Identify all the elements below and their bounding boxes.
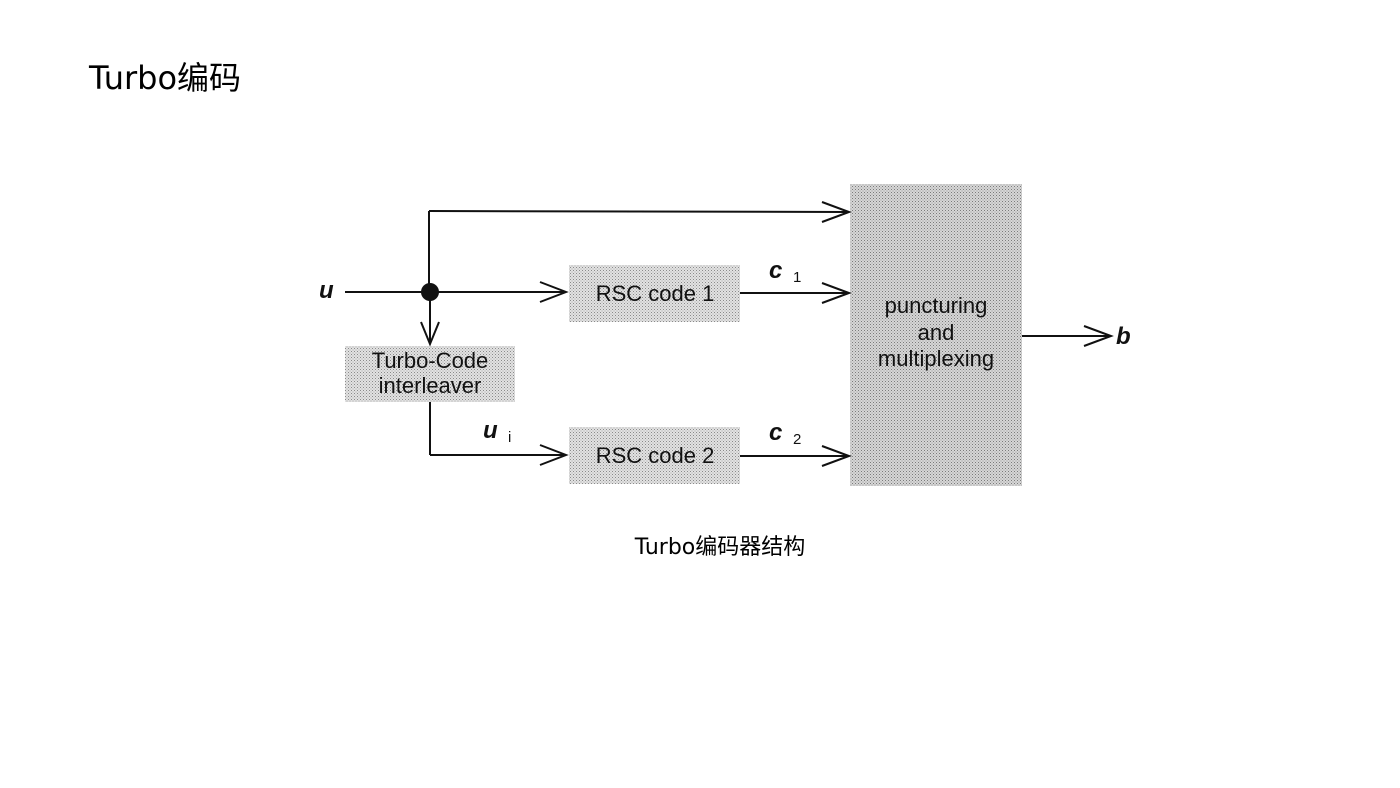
turbo-encoder-diagram: u Turbo-Code interleaver RSC code 1 RSC …	[300, 170, 1160, 500]
c1-sub: 1	[793, 269, 801, 286]
interleaver-block	[345, 346, 515, 402]
output-label: b	[1116, 323, 1131, 350]
interleaved-sub: i	[508, 429, 511, 446]
interleaved-label: u	[483, 417, 498, 444]
diagram-canvas: u Turbo-Code interleaver RSC code 1 RSC …	[319, 184, 1131, 486]
arrow-systematic	[821, 201, 852, 223]
c1-label: c	[769, 257, 782, 284]
input-label: u	[319, 277, 334, 304]
arrow-rsc1	[539, 281, 569, 303]
arrow-output	[1083, 325, 1114, 347]
rsc1-label: RSC code 1	[596, 281, 715, 306]
interleaver-label-line2: interleaver	[379, 373, 482, 398]
interleaver-label-line1: Turbo-Code	[372, 348, 489, 373]
rsc2-label: RSC code 2	[596, 443, 715, 468]
arrow-interleaver	[420, 321, 440, 347]
c2-sub: 2	[793, 431, 801, 448]
rsc2-block	[569, 427, 740, 484]
arrow-rsc2	[539, 444, 569, 466]
arrow-c2	[821, 445, 852, 467]
c2-label: c	[769, 419, 782, 446]
rsc1-block	[569, 265, 740, 322]
mux-label-line3: multiplexing	[878, 346, 994, 371]
mux-label-line1: puncturing	[885, 293, 988, 318]
arrow-c1	[821, 282, 852, 304]
mux-label-line2: and	[918, 320, 955, 345]
mux-block	[850, 184, 1022, 486]
wire-systematic	[428, 210, 849, 213]
slide-title: Turbo编码	[89, 59, 242, 97]
figure-caption: Turbo编码器结构	[634, 535, 806, 560]
